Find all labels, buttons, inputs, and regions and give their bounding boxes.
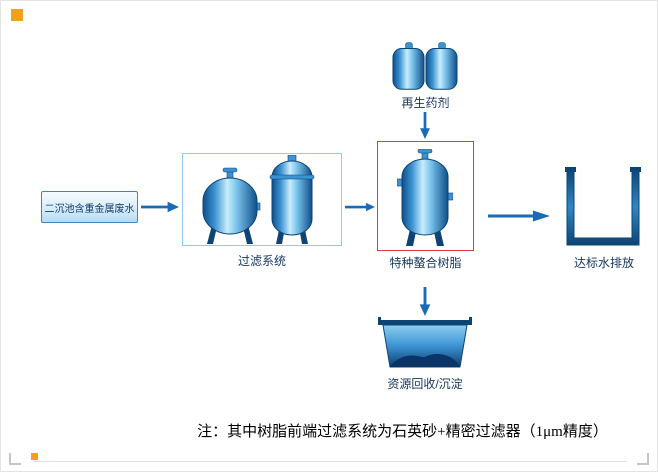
resin-label: 特种螯合树脂 [389, 256, 462, 270]
source-wastewater-label: 二沉池含重金属废水 [44, 203, 135, 215]
recovery-basin-icon [378, 317, 472, 368]
regen-agent-canisters-icon [392, 42, 458, 90]
corner-accent-square [11, 9, 23, 21]
arrow-down-icon [419, 287, 431, 316]
corner-accent-square-small [31, 453, 38, 460]
arrow-right-icon [345, 202, 375, 212]
source-wastewater-box: 二沉池含重金属废水 [41, 191, 138, 223]
filter-system-box [182, 153, 342, 246]
recovery-label: 资源回收/沉淀 [387, 377, 463, 391]
discharge-tank-icon [565, 167, 641, 246]
arrow-right-icon [488, 210, 550, 222]
footnote: 注：其中树脂前端过滤系统为石英砂+精密过滤器（1μm精度） [197, 424, 608, 440]
resin-highlight-box [377, 141, 474, 251]
filter-tank-squat-icon [202, 167, 261, 244]
resin-tank-icon [397, 149, 453, 246]
corner-bracket-bottom-left [9, 453, 21, 465]
discharge-label: 达标水排放 [573, 256, 634, 270]
arrow-right-icon [141, 201, 179, 213]
regen-agent-label: 再生药剂 [401, 96, 450, 110]
bottom-divider [33, 461, 627, 462]
filter-system-label: 过滤系统 [237, 254, 286, 268]
corner-bracket-bottom-right [637, 453, 649, 465]
filter-tank-tall-icon [269, 155, 315, 244]
arrow-down-icon [420, 112, 430, 139]
